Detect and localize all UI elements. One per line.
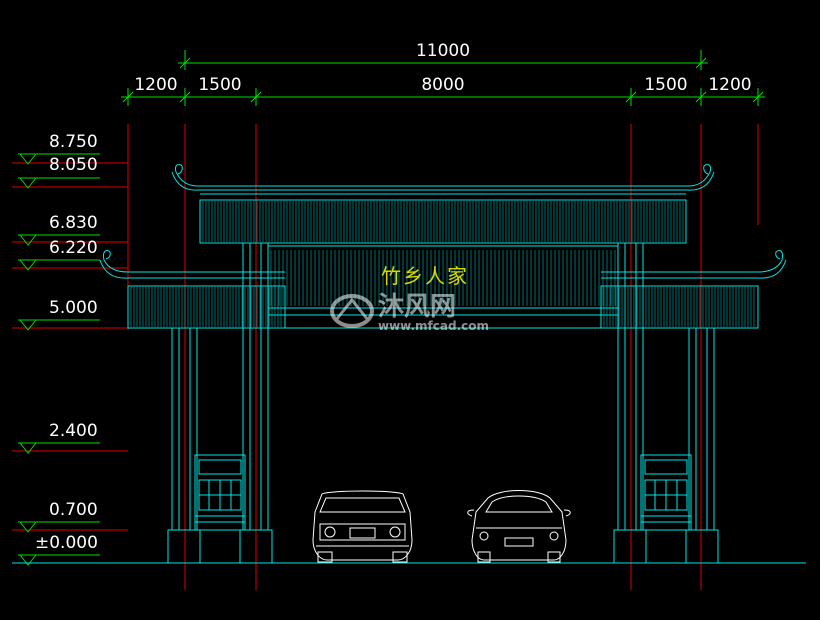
watermark-url: www.mfcad.com [378,319,489,333]
upper-roof-hatching [202,201,684,242]
elevation-label-8: ±0.000 [35,533,98,553]
gate-sign-text: 竹乡人家 [381,264,469,288]
dimension-lines [121,50,765,106]
dimension-segment-4: 1500 [644,75,687,95]
elevation-markers [18,153,100,566]
dimension-segment-5: 1200 [708,75,751,95]
watermark: 沐风网 www.mfcad.com [330,292,489,333]
side-roof-hatching [130,287,755,327]
gate-structure [12,163,806,564]
elevation-label-1: 8.750 [49,132,98,152]
elevation-label-2: 8.050 [49,155,98,175]
elevation-label-5: 5.000 [49,298,98,318]
watermark-title: 沐风网 [378,292,456,322]
overall-dimension: 11000 [416,41,470,61]
elevation-label-6: 2.400 [49,421,98,441]
car-right-rear-view [467,490,571,563]
elevation-label-7: 0.700 [49,500,98,520]
dimension-segment-2: 1500 [198,75,241,95]
elevation-label-3: 6.830 [49,213,98,233]
car-left-front-view [312,490,413,563]
dimension-segment-1: 1200 [134,75,177,95]
axis-lines [12,124,759,590]
elevation-label-4: 6.220 [49,238,98,258]
dimension-segment-3: 8000 [421,75,464,95]
watermark-logo-icon [330,294,374,328]
right-lattice-panel [640,454,692,531]
left-lattice-panel [194,454,246,531]
